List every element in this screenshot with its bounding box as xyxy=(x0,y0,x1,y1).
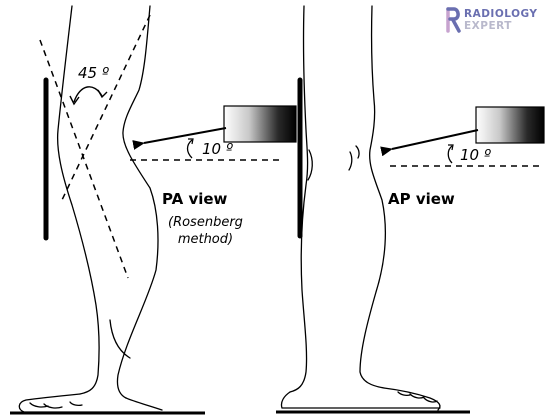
left-angle-10-label: 10 º xyxy=(202,140,233,158)
dashed-line-steep xyxy=(39,39,129,279)
pa-view-title: PA view xyxy=(162,190,228,208)
angle-45-label: 45 º xyxy=(78,64,109,82)
left-xray-tube xyxy=(223,105,297,143)
dashed-line-crossing xyxy=(61,14,151,201)
ap-view-title: AP view xyxy=(388,190,455,208)
logo-line-1: RADIOLOGY xyxy=(464,8,538,20)
right-beam-arrow xyxy=(380,129,479,157)
right-leg xyxy=(280,5,441,411)
angle-45-arc xyxy=(73,86,103,103)
right-angle-10-arc xyxy=(447,145,453,164)
right-xray-tube xyxy=(475,106,545,144)
logo-mark-icon xyxy=(446,7,461,33)
left-beam-arrow xyxy=(132,127,227,150)
method-line-2: method) xyxy=(177,232,234,247)
left-angle-10-arc xyxy=(186,139,193,159)
radiology-expert-logo: RADIOLOGY EXPERT xyxy=(446,6,546,34)
rosenberg-method-note: (Rosenberg method) xyxy=(168,214,243,248)
method-line-1: (Rosenberg xyxy=(168,215,243,230)
logo-line-2: EXPERT xyxy=(464,20,512,32)
right-angle-10-label: 10 º xyxy=(460,146,491,164)
